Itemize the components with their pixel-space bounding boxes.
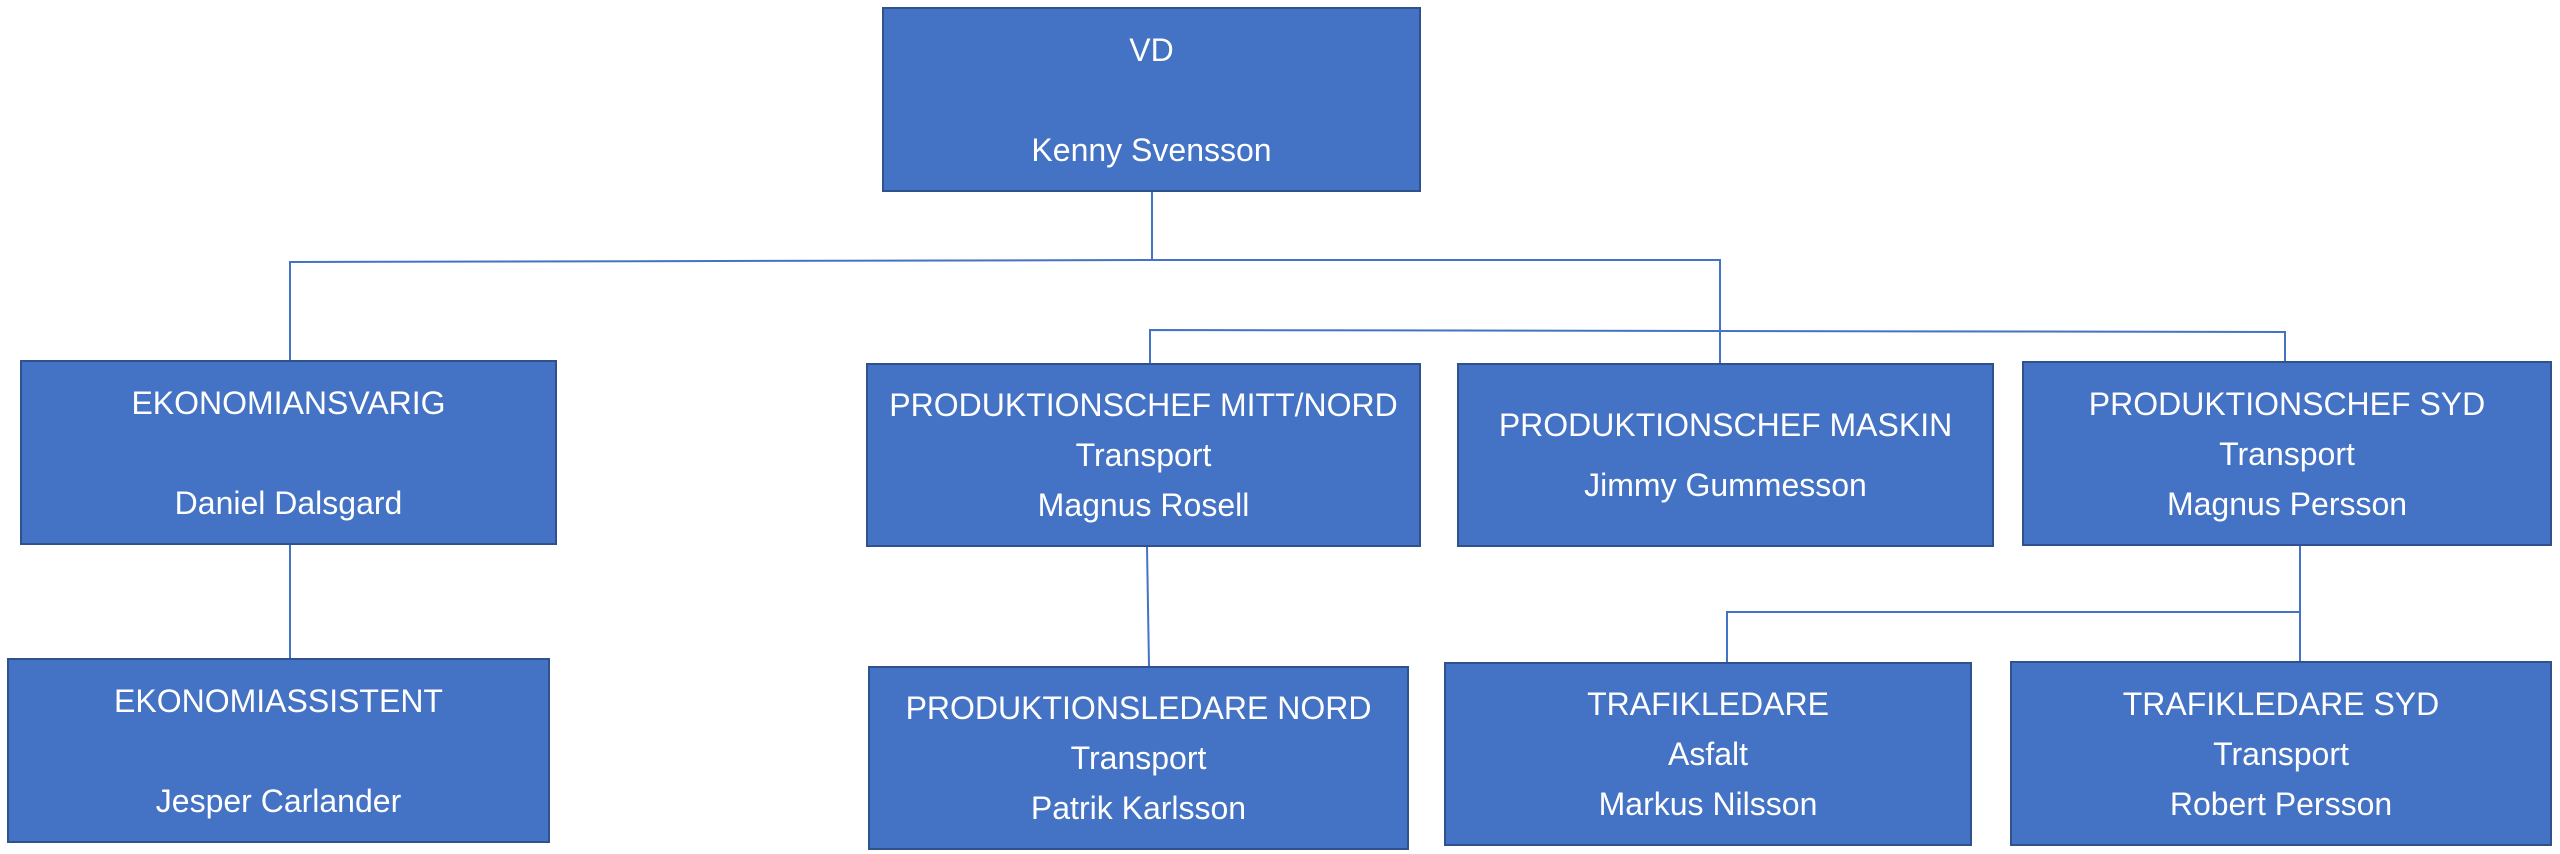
connector-vd-ekonomi: [289, 259, 1153, 360]
node-title: PRODUKTIONSCHEF MASKIN: [1498, 407, 1953, 443]
node-subtitle: Transport: [1070, 740, 1207, 776]
node-title: PRODUKTIONSLEDARE NORD: [905, 690, 1372, 726]
node-subtitle: Transport: [2219, 435, 2355, 472]
node-trafikledare[interactable]: TRAFIKLEDARE Asfalt Markus Nilsson: [1444, 662, 1972, 846]
node-person-name: Markus Nilsson: [1598, 786, 1818, 822]
connector-syd-trafikledare: [1726, 611, 2300, 662]
connector-mittnord-ledare: [1146, 546, 1150, 667]
node-title: PRODUKTIONSCHEF MITT/NORD: [889, 387, 1398, 423]
connector-mittnord-syd-bar: [1149, 328, 2286, 363]
node-person-name: Kenny Svensson: [1031, 131, 1272, 168]
node-ekonomiansvarig[interactable]: EKONOMIANSVARIG Daniel Dalsgard: [20, 360, 557, 545]
node-title: VD: [1129, 31, 1174, 68]
node-title: TRAFIKLEDARE: [1587, 686, 1829, 722]
node-ekonomiassistent[interactable]: EKONOMIASSISTENT Jesper Carlander: [7, 658, 550, 843]
node-produktionschef-syd[interactable]: PRODUKTIONSCHEF SYD Transport Magnus Per…: [2022, 361, 2552, 546]
node-trafikledare-syd[interactable]: TRAFIKLEDARE SYD Transport Robert Persso…: [2010, 661, 2552, 846]
node-person-name: Jimmy Gummesson: [1584, 467, 1867, 503]
node-title: PRODUKTIONSCHEF SYD: [2088, 385, 2486, 422]
node-subtitle: Transport: [2213, 735, 2349, 772]
node-title: EKONOMIANSVARIG: [131, 384, 446, 421]
node-person-name: Daniel Dalsgard: [174, 484, 403, 521]
node-vd[interactable]: VD Kenny Svensson: [882, 7, 1421, 192]
node-produktionschef-mitt-nord[interactable]: PRODUKTIONSCHEF MITT/NORD Transport Magn…: [866, 363, 1421, 547]
node-produktionschef-maskin[interactable]: PRODUKTIONSCHEF MASKIN Jimmy Gummesson: [1457, 363, 1994, 547]
node-person-name: Patrik Karlsson: [1030, 790, 1247, 826]
node-person-name: Magnus Rosell: [1037, 487, 1250, 523]
node-person-name: Jesper Carlander: [155, 782, 402, 819]
node-subtitle: Asfalt: [1667, 736, 1749, 772]
node-produktionsledare-nord[interactable]: PRODUKTIONSLEDARE NORD Transport Patrik …: [868, 666, 1409, 850]
connector-vd-maskin: [1152, 259, 1721, 363]
node-person-name: Robert Persson: [2169, 785, 2393, 822]
node-title: TRAFIKLEDARE SYD: [2122, 685, 2440, 722]
node-title: EKONOMIASSISTENT: [114, 682, 443, 719]
node-subtitle: Transport: [1075, 437, 1212, 473]
node-person-name: Magnus Persson: [2166, 485, 2408, 522]
